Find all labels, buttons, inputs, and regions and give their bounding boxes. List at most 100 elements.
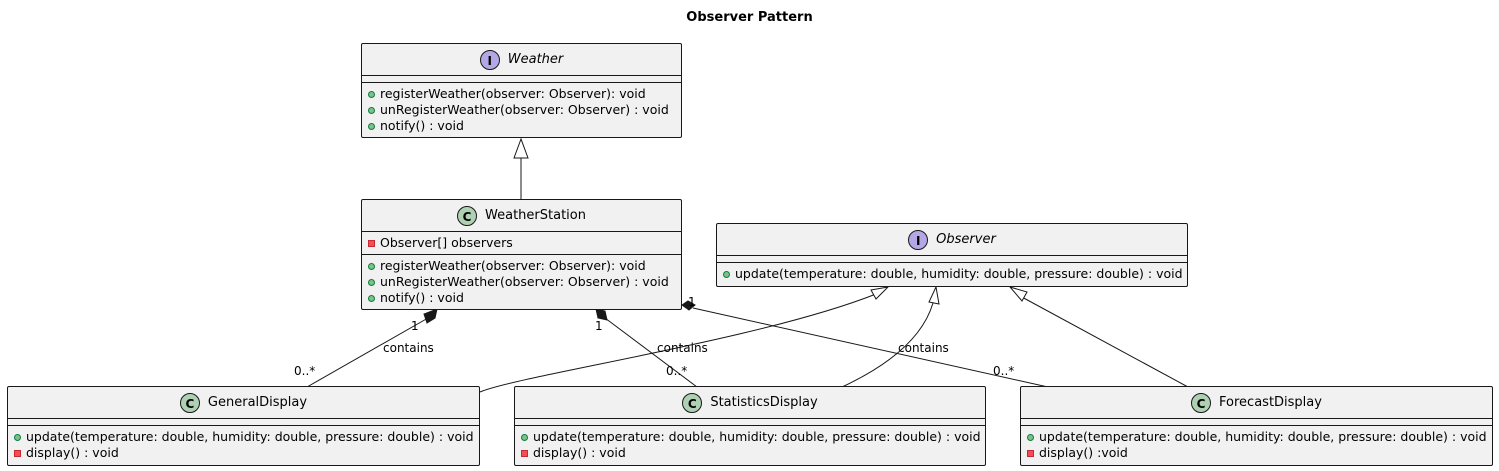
method-row: display() :void: [1027, 445, 1486, 461]
method-row: display() : void: [521, 445, 979, 461]
general-source-multiplicity: 1: [411, 319, 419, 333]
composition-general-line: [306, 317, 429, 388]
interface-icon: I: [479, 49, 500, 70]
forecast-relation-label: contains: [898, 341, 949, 355]
method-row: update(temperature: double, humidity: do…: [723, 266, 1183, 282]
public-method-icon: [1027, 433, 1034, 441]
class-name: WeatherStation: [485, 208, 586, 223]
method-row: update(temperature: double, humidity: do…: [1027, 429, 1487, 445]
attribute-text: Observer[] observers: [380, 235, 513, 250]
composition-forecast-line: [692, 307, 1049, 388]
statistics-relation-label: contains: [657, 341, 708, 355]
public-method-icon: [368, 122, 375, 130]
private-attribute-icon: [368, 239, 375, 247]
method-text: unRegisterWeather(observer: Observer) : …: [380, 102, 669, 117]
methods-section: update(temperature: double, humidity: do…: [8, 426, 479, 464]
methods-section: update(temperature: double, humidity: do…: [1021, 426, 1492, 464]
private-method-icon: [1027, 449, 1034, 457]
method-text: update(temperature: double, humidity: do…: [533, 429, 981, 444]
attributes-section: Observer[] observers: [362, 232, 681, 255]
methods-section: update(temperature: double, humidity: do…: [717, 263, 1187, 285]
diagram-title: Observer Pattern: [686, 10, 813, 25]
weatherstation-class-box[interactable]: C WeatherStation Observer[] observers re…: [361, 199, 682, 310]
statisticsdisplay-realizes-observer-line: [841, 302, 934, 388]
public-method-icon: [368, 262, 375, 270]
method-row: update(temperature: double, humidity: do…: [14, 429, 474, 445]
public-method-icon: [521, 433, 528, 441]
generaldisplay-class-box[interactable]: C GeneralDisplay update(temperature: dou…: [7, 386, 480, 466]
method-text: registerWeather(observer: Observer): voi…: [380, 86, 646, 101]
forecastdisplay-class-box[interactable]: C ForecastDisplay update(temperature: do…: [1020, 386, 1493, 466]
class-header: I Weather: [362, 44, 681, 76]
attributes-section: [362, 76, 681, 83]
method-text: notify() : void: [380, 118, 464, 133]
methods-section: update(temperature: double, humidity: do…: [515, 426, 985, 464]
composition-statistics-line: [604, 317, 698, 388]
class-icon: C: [179, 392, 200, 413]
weather-interface-box[interactable]: I Weather registerWeather(observer: Obse…: [361, 43, 682, 138]
attributes-section: [8, 419, 479, 426]
method-row: registerWeather(observer: Observer): voi…: [368, 86, 675, 102]
class-header: C ForecastDisplay: [1021, 387, 1492, 419]
method-row: unRegisterWeather(observer: Observer) : …: [368, 102, 675, 118]
class-name: Observer: [936, 232, 996, 247]
statistics-target-multiplicity: 0..*: [666, 364, 687, 378]
realization-arrowhead: [870, 286, 890, 300]
method-text: unRegisterWeather(observer: Observer) : …: [380, 274, 669, 289]
method-text: display() : void: [26, 445, 119, 460]
composition-diamond: [681, 300, 696, 311]
statistics-source-multiplicity: 1: [595, 319, 603, 333]
observer-interface-box[interactable]: I Observer update(temperature: double, h…: [716, 223, 1188, 287]
methods-section: registerWeather(observer: Observer): voi…: [362, 255, 681, 309]
class-header: I Observer: [717, 224, 1187, 256]
attributes-section: [1021, 419, 1492, 426]
method-text: update(temperature: double, humidity: do…: [735, 266, 1183, 281]
generaldisplay-realizes-observer-line: [479, 293, 877, 393]
forecast-source-multiplicity: 1: [688, 295, 696, 309]
method-row: unRegisterWeather(observer: Observer) : …: [368, 274, 675, 290]
private-method-icon: [14, 449, 21, 457]
method-text: update(temperature: double, humidity: do…: [1039, 429, 1487, 444]
realization-arrowhead: [1008, 286, 1028, 302]
interface-icon: I: [908, 229, 929, 250]
attributes-section: [717, 256, 1187, 263]
class-name: Weather: [507, 52, 564, 67]
public-method-icon: [368, 278, 375, 286]
method-row: notify() : void: [368, 290, 675, 306]
method-row: notify() : void: [368, 118, 675, 134]
method-text: display() : void: [533, 445, 626, 460]
methods-section: registerWeather(observer: Observer): voi…: [362, 83, 681, 137]
method-row: update(temperature: double, humidity: do…: [521, 429, 981, 445]
public-method-icon: [368, 294, 375, 302]
method-row: registerWeather(observer: Observer): voi…: [368, 258, 675, 274]
class-header: C WeatherStation: [362, 200, 681, 232]
class-name: GeneralDisplay: [207, 395, 308, 410]
class-name: StatisticsDisplay: [710, 395, 818, 410]
class-icon: C: [457, 205, 478, 226]
method-text: registerWeather(observer: Observer): voi…: [380, 258, 646, 273]
method-text: update(temperature: double, humidity: do…: [26, 429, 474, 444]
forecast-target-multiplicity: 0..*: [993, 364, 1014, 378]
class-name: ForecastDisplay: [1219, 395, 1322, 410]
class-icon: C: [682, 392, 703, 413]
class-header: C GeneralDisplay: [8, 387, 479, 419]
realization-arrowhead: [928, 285, 940, 305]
general-relation-label: contains: [383, 341, 434, 355]
composition-diamond: [423, 308, 438, 324]
method-text: notify() : void: [380, 290, 464, 305]
forecastdisplay-realizes-observer-line: [1019, 295, 1189, 388]
realization-arrowhead: [513, 137, 529, 159]
public-method-icon: [14, 433, 21, 441]
private-method-icon: [521, 449, 528, 457]
public-method-icon: [368, 106, 375, 114]
public-method-icon: [723, 270, 730, 278]
class-icon: C: [1191, 392, 1212, 413]
public-method-icon: [368, 90, 375, 98]
statisticsdisplay-class-box[interactable]: C StatisticsDisplay update(temperature: …: [514, 386, 986, 466]
attribute-row: Observer[] observers: [368, 235, 675, 251]
composition-diamond: [595, 308, 608, 321]
method-text: display() :void: [1039, 445, 1128, 460]
method-row: display() : void: [14, 445, 473, 461]
attributes-section: [515, 419, 985, 426]
